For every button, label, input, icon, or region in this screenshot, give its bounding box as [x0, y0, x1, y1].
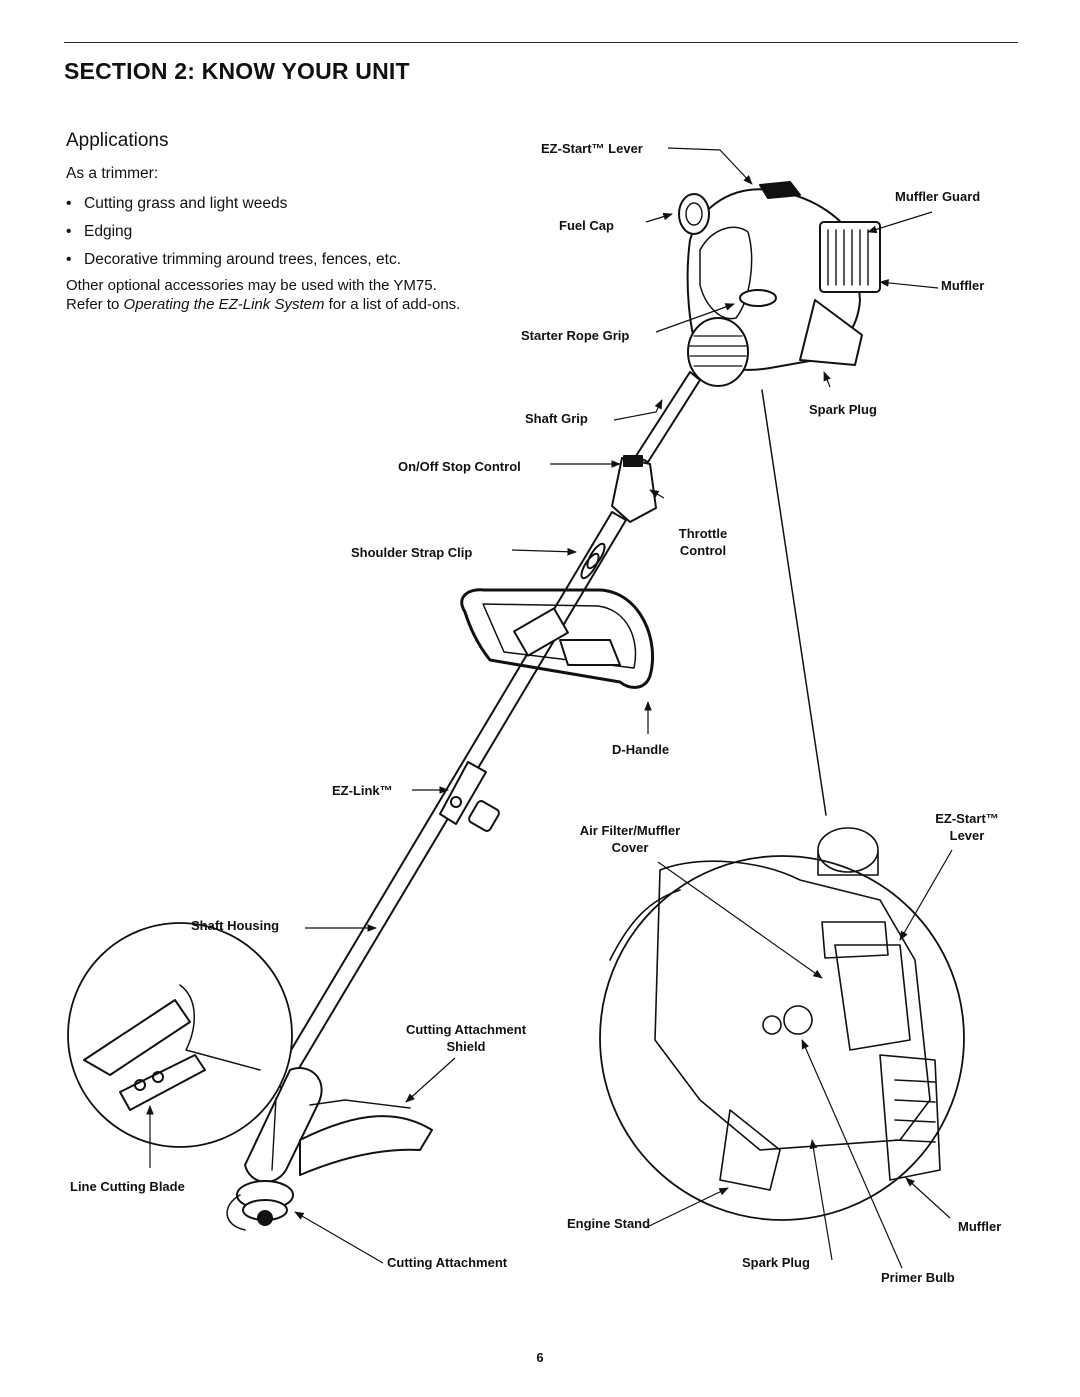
label-ez-start-lever-detail: EZ-Start™ Lever — [935, 811, 999, 843]
list-item: •Edging — [66, 223, 133, 240]
starter-recoil-illustration — [687, 317, 749, 387]
blade-detail-inset — [67, 922, 293, 1148]
label-muffler-bottom: Muffler — [958, 1219, 1002, 1234]
label-cutting-attachment-shield: Cutting Attachment Shield — [405, 1022, 527, 1054]
header-rule — [64, 42, 1018, 43]
note-link-text: Operating the EZ-Link System — [123, 296, 325, 313]
label-throttle-control: Throttle Control — [678, 526, 728, 558]
label-ez-start-lever: EZ-Start™ Lever — [541, 141, 643, 156]
list-item: •Cutting grass and light weeds — [66, 195, 288, 212]
label-spark-plug-top: Spark Plug — [809, 402, 877, 417]
applications-heading: Applications — [66, 130, 169, 151]
engine-illustration — [678, 181, 881, 387]
label-spark-plug-bottom: Spark Plug — [742, 1255, 810, 1270]
label-starter-rope-grip: Starter Rope Grip — [521, 328, 630, 343]
engine-detail-inset — [599, 855, 965, 1221]
applications-list: •Cutting grass and light weeds •Edging •… — [66, 190, 401, 274]
accessories-note: Other optional accessories may be used w… — [66, 277, 461, 313]
ez-link-coupler-illustration — [439, 761, 487, 825]
label-ez-link: EZ-Link™ — [332, 783, 393, 798]
on-off-switch-illustration — [611, 457, 657, 523]
label-on-off-stop-control: On/Off Stop Control — [398, 459, 521, 474]
label-muffler-top: Muffler — [941, 278, 985, 293]
cutting-head-illustration — [244, 1067, 323, 1183]
label-muffler-guard: Muffler Guard — [895, 189, 981, 204]
page-number: 6 — [536, 1350, 544, 1365]
label-line-cutting-blade: Line Cutting Blade — [70, 1179, 185, 1194]
label-shaft-housing: Shaft Housing — [191, 918, 280, 933]
label-shaft-grip: Shaft Grip — [525, 411, 588, 426]
applications-intro: As a trimmer: — [66, 165, 159, 182]
label-shoulder-strap-clip: Shoulder Strap Clip — [351, 545, 473, 560]
label-fuel-cap: Fuel Cap — [559, 218, 614, 233]
fuel-cap-illustration — [678, 193, 710, 235]
list-item: •Decorative trimming around trees, fence… — [66, 251, 402, 268]
label-engine-stand: Engine Stand — [567, 1216, 651, 1231]
section-title: SECTION 2: KNOW YOUR UNIT — [64, 58, 410, 84]
shield-illustration — [299, 1115, 433, 1176]
label-primer-bulb: Primer Bulb — [881, 1270, 955, 1285]
label-cutting-attachment: Cutting Attachment — [387, 1255, 508, 1270]
label-d-handle: D-Handle — [612, 742, 670, 757]
label-air-filter-muffler-cover: Air Filter/Muffler Cover — [579, 823, 681, 855]
